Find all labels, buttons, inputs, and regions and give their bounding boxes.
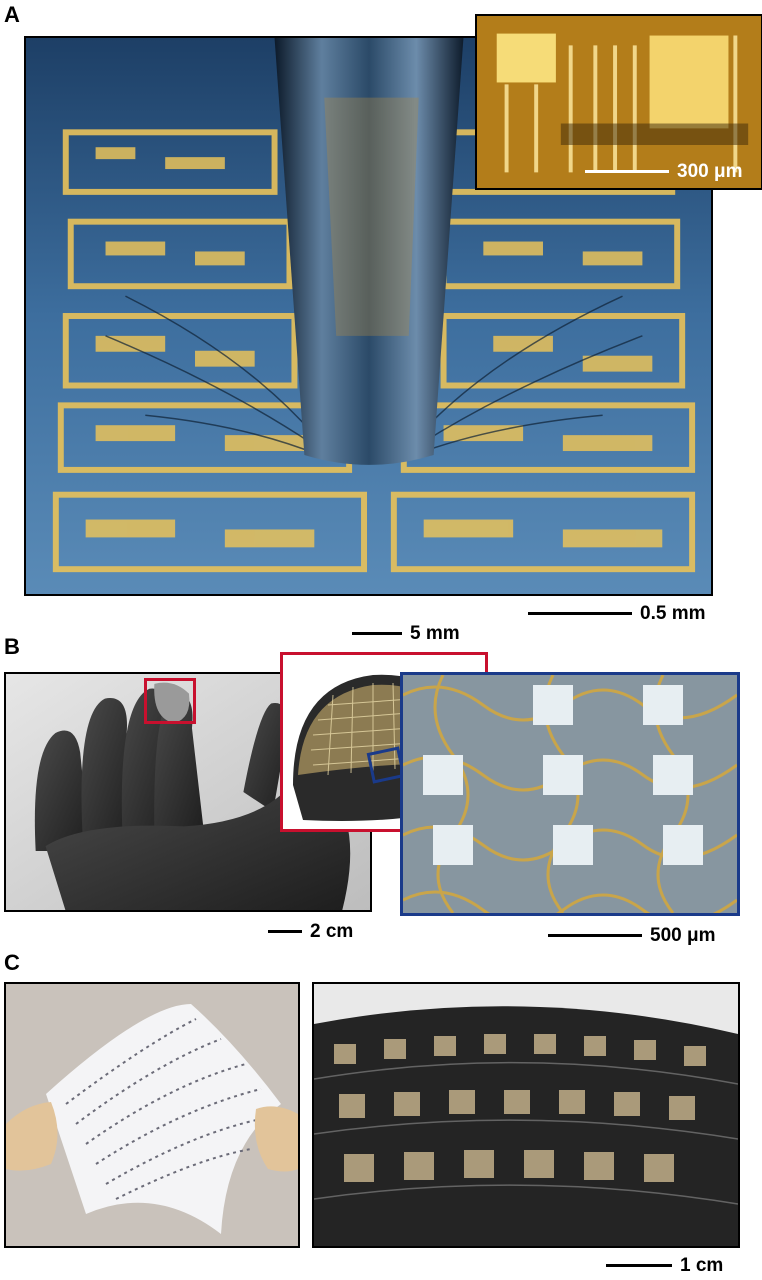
scale-bar-line <box>352 632 402 636</box>
panel-b-inset-scalebar: 5 mm <box>352 624 460 644</box>
panel-c-stretched-sheet-photo <box>4 982 300 1248</box>
scale-bar-line <box>606 1264 672 1268</box>
scale-bar-text: 1 cm <box>680 1255 724 1276</box>
scale-bar-text: 2 cm <box>310 921 354 942</box>
panel-a-label: A <box>4 2 20 27</box>
scale-bar-text: 0.5 mm <box>640 603 706 624</box>
scale-bar-text: 500 μm <box>650 925 716 946</box>
panel-a-inset-scalebar: 300 μm <box>585 162 743 182</box>
panel-c-scalebar: 1 cm <box>606 1256 723 1276</box>
panel-b-detail-scalebar: 500 μm <box>548 926 716 946</box>
panel-a-inset-photo: 300 μm <box>475 14 762 190</box>
scale-bar-text: 300 μm <box>677 161 743 182</box>
scale-bar-line <box>268 930 302 934</box>
panel-c-label: C <box>4 950 20 975</box>
scale-bar-line <box>528 612 632 616</box>
panel-a-scalebar: 0.5 mm <box>528 604 705 624</box>
panel-c-curved-surface-photo <box>312 982 740 1248</box>
scale-bar-line <box>548 934 642 938</box>
panel-b-hand-scalebar: 2 cm <box>268 922 353 942</box>
panel-b-label: B <box>4 634 20 659</box>
scale-bar-text: 5 mm <box>410 623 460 644</box>
fingertip-highlight-box <box>144 678 196 724</box>
scale-bar-line <box>585 170 669 174</box>
panel-b-detail-photo <box>400 672 740 916</box>
